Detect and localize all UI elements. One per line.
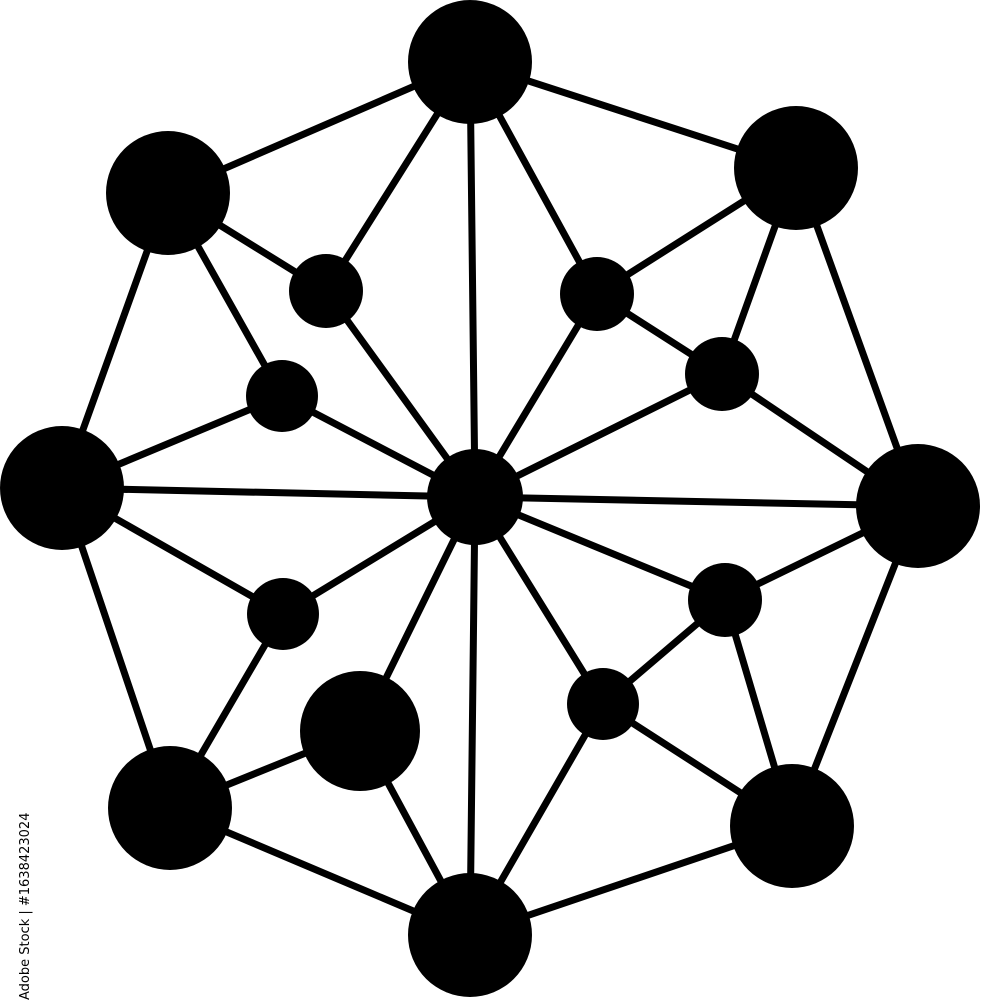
node-m2 [560, 257, 634, 331]
node-BR [730, 764, 854, 888]
node-TR [734, 106, 858, 230]
edge-C-T [466, 58, 479, 501]
node-C [427, 449, 523, 545]
edge-C-R [471, 493, 922, 510]
node-m5 [247, 578, 319, 650]
node-TL [106, 131, 230, 255]
node-m3 [246, 360, 318, 432]
node-L [0, 426, 124, 550]
edge-C-B [466, 493, 479, 939]
edge-C-L [58, 484, 479, 501]
node-B [408, 873, 532, 997]
node-m1 [289, 254, 363, 328]
node-R [856, 444, 980, 568]
node-m7 [300, 671, 420, 791]
node-BL [108, 746, 232, 870]
stock-id-text: Adobe Stock | #1638423024 [18, 812, 33, 1000]
node-m8 [567, 668, 639, 740]
stock-id-watermark: Adobe Stock | #1638423024 [18, 0, 33, 1000]
node-m4 [685, 337, 759, 411]
node-T [408, 0, 532, 124]
node-m6 [688, 563, 762, 637]
